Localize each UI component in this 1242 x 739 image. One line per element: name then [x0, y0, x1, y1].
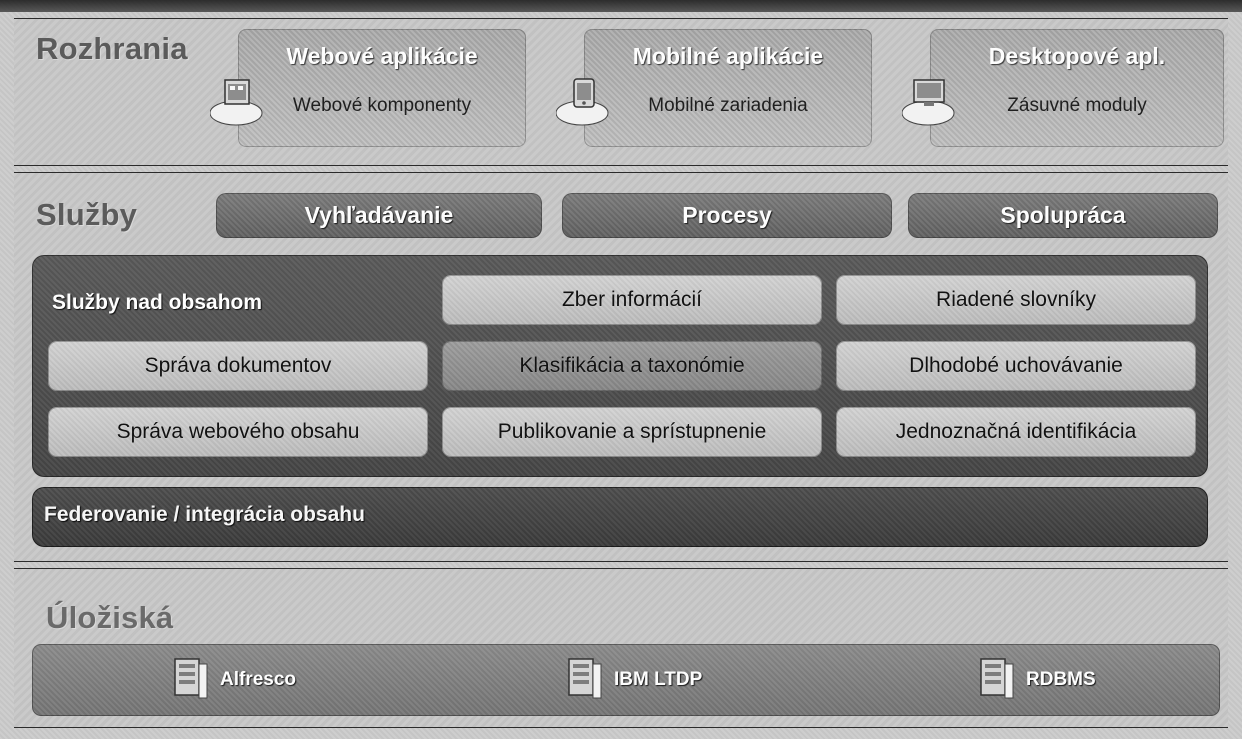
top-border [0, 0, 1242, 12]
services-section: Služby Vyhľadávanie Procesy Spolupráca S… [14, 172, 1228, 562]
federation-bar: Federovanie / integrácia obsahu [32, 487, 1208, 547]
server-icon [568, 658, 602, 699]
service-processes: Procesy [562, 193, 892, 238]
interface-subtitle-mobile: Mobilné zariadenia [648, 95, 808, 116]
content-service-web-content-management: Správa webového obsahu [48, 407, 428, 457]
web-app-icon [210, 79, 263, 126]
interfaces-section: Rozhrania Webové aplikácie Webové kompon… [14, 18, 1228, 166]
interface-title-web: Webové aplikácie [286, 43, 478, 69]
interface-title-mobile: Mobilné aplikácie [632, 43, 824, 69]
content-services-title: Služby nad obsahom [52, 291, 263, 314]
content-services-box: Služby nad obsahom Zber informácií Riade… [32, 255, 1208, 477]
content-service-controlled-vocabularies: Riadené slovníky [836, 275, 1196, 325]
storage-item-rdbms: RDBMS [980, 656, 1096, 704]
storage-section: Úložiská Alfresco [14, 568, 1228, 728]
content-service-publishing-access: Publikovanie a sprístupnenie [442, 407, 822, 457]
interface-subtitle-web: Webové komponenty [292, 95, 472, 116]
services-title: Služby [36, 197, 138, 232]
storage-label-ibm-ltdp: IBM LTDP [614, 669, 703, 690]
storage-item-alfresco: Alfresco [174, 656, 296, 704]
mobile-app-icon [556, 78, 609, 126]
storage-bar: Alfresco IBM LTDP [32, 644, 1220, 716]
interface-card-mobile: Mobilné aplikácie Mobilné zariadenia [556, 29, 872, 147]
interface-subtitle-desktop: Zásuvné moduly [1007, 95, 1147, 116]
desktop-app-icon [902, 79, 955, 126]
storage-label-alfresco: Alfresco [220, 669, 297, 690]
content-service-information-capture: Zber informácií [442, 275, 822, 325]
storage-label-rdbms: RDBMS [1026, 669, 1096, 690]
federation-label: Federovanie / integrácia obsahu [44, 503, 365, 526]
content-service-classification-taxonomies: Klasifikácia a taxonómie [442, 341, 822, 391]
service-search: Vyhľadávanie [216, 193, 542, 238]
service-collaboration: Spolupráca [908, 193, 1218, 238]
interface-card-web: Webové aplikácie Webové komponenty [210, 29, 526, 147]
content-service-unique-identification: Jednoznačná identifikácia [836, 407, 1196, 457]
storage-title: Úložiská [46, 600, 174, 635]
interfaces-title: Rozhrania [36, 31, 188, 66]
interface-title-desktop: Desktopové apl. [988, 43, 1166, 69]
interface-card-desktop: Desktopové apl. Zásuvné moduly [902, 29, 1224, 147]
content-service-document-management: Správa dokumentov [48, 341, 428, 391]
storage-item-ibm-ltdp: IBM LTDP [568, 656, 702, 704]
server-icon [980, 658, 1014, 699]
server-icon [174, 658, 208, 699]
content-service-long-term-preservation: Dlhodobé uchovávanie [836, 341, 1196, 391]
